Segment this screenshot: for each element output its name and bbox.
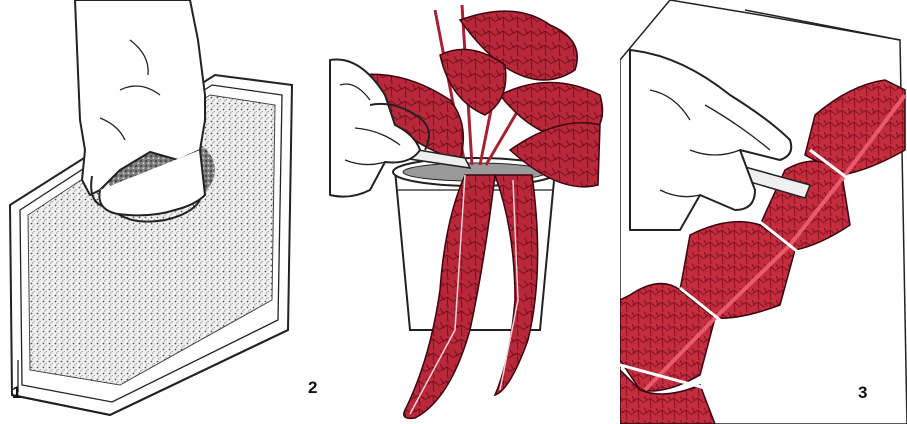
panel-step-1: 1 <box>0 0 300 424</box>
step-number-2: 2 <box>308 378 317 398</box>
panel-step-3: 3 <box>620 0 907 424</box>
leaf-segments-illustration <box>620 0 907 424</box>
tray-with-soil-illustration <box>0 0 300 424</box>
step-number-1: 1 <box>12 383 21 403</box>
panel-step-2: 2 <box>300 0 620 424</box>
hand-sprinkling-soil <box>75 0 205 222</box>
step-number-3: 3 <box>858 383 867 403</box>
plant-leaves <box>360 11 603 418</box>
plant-in-pot-illustration <box>300 0 620 424</box>
